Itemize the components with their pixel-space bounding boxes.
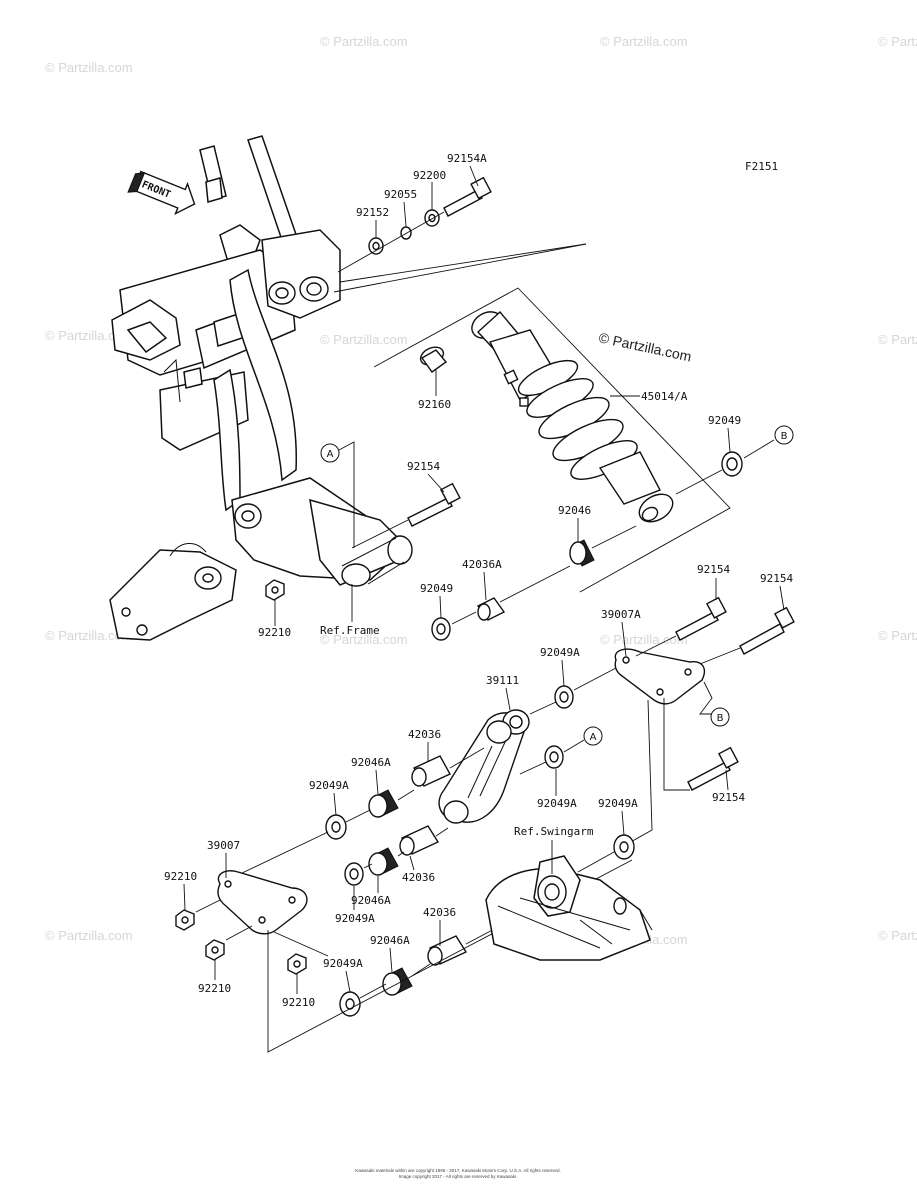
part-labels: 92154A 92200 92055 92152 92160 45014/A 9… bbox=[164, 152, 793, 1009]
shock-spring bbox=[517, 359, 638, 480]
callout-b-plate: B bbox=[710, 707, 730, 727]
label-92160: 92160 bbox=[418, 398, 451, 411]
label-92210-top: 92210 bbox=[258, 626, 291, 639]
collar-42036A bbox=[476, 597, 506, 621]
watermark-text: © Partzilla.com bbox=[600, 34, 688, 49]
watermark-text: © Partzilla.com bbox=[45, 628, 133, 643]
bolt-92154A bbox=[443, 176, 492, 217]
label-92049A-5: 92049A bbox=[335, 912, 375, 925]
label-39007: 39007 bbox=[207, 839, 240, 852]
label-92049-top: 92049 bbox=[708, 414, 741, 427]
watermark-text: © Partzilla.com bbox=[878, 628, 917, 643]
watermark-text: © Partzilla.com bbox=[320, 632, 408, 647]
svg-text:A: A bbox=[327, 449, 334, 460]
bolt-92154-b bbox=[675, 596, 727, 641]
label-92154-c: 92154 bbox=[760, 572, 793, 585]
label-92046A-1: 92046A bbox=[351, 756, 391, 769]
copyright-line-2: Image copyright 2017 - All rights are re… bbox=[399, 1174, 518, 1179]
label-92055: 92055 bbox=[384, 188, 417, 201]
watermark-text: © Partzilla.com bbox=[45, 60, 133, 75]
bearing-92046A-3 bbox=[382, 967, 413, 996]
label-92049A-2: 92049A bbox=[309, 779, 349, 792]
label-42036-1: 42036 bbox=[408, 728, 441, 741]
label-92049A-1: 92049A bbox=[540, 646, 580, 659]
watermark-group: © Partzilla.com © Partzilla.com © Partzi… bbox=[45, 34, 917, 947]
watermark-main: © Partzilla.com bbox=[597, 329, 693, 364]
label-92046A-2: 92046A bbox=[351, 894, 391, 907]
watermark-text: © Partzilla.com bbox=[878, 332, 917, 347]
front-arrow-icon: FRONT bbox=[127, 170, 196, 216]
copyright-line-1: Kawasaki materials within are copyright … bbox=[355, 1168, 561, 1173]
label-39007A: 39007A bbox=[601, 608, 641, 621]
label-92154-mid: 92154 bbox=[407, 460, 440, 473]
bushing-92160 bbox=[419, 346, 448, 373]
callout-a-rocker: A bbox=[583, 726, 603, 746]
shock-absorber bbox=[333, 243, 731, 593]
label-92210-1: 92210 bbox=[164, 870, 197, 883]
watermark-text: © Partzilla.com bbox=[320, 34, 408, 49]
link-plate-39007A bbox=[614, 648, 706, 705]
svg-text:B: B bbox=[781, 431, 788, 442]
ref-frame-label: Ref.Frame bbox=[320, 624, 380, 637]
link-plate-39007 bbox=[217, 870, 308, 935]
label-92049A-6: 92049A bbox=[323, 957, 363, 970]
label-92152: 92152 bbox=[356, 206, 389, 219]
label-92154-b: 92154 bbox=[697, 563, 730, 576]
label-92210-3: 92210 bbox=[282, 996, 315, 1009]
swingarm bbox=[485, 855, 653, 961]
rocker-arm-39111 bbox=[438, 709, 530, 824]
label-45014A: 45014/A bbox=[641, 390, 688, 403]
callout-a-frame: A bbox=[320, 441, 355, 548]
nut-92210-2 bbox=[205, 939, 225, 961]
bearing-92046 bbox=[569, 539, 595, 567]
label-92154A: 92154A bbox=[447, 152, 487, 165]
bearing-92046A-2 bbox=[368, 847, 399, 876]
bearing-92046A-1 bbox=[368, 789, 399, 818]
label-92046: 92046 bbox=[558, 504, 591, 517]
watermark-text: © Partzilla.com bbox=[600, 632, 688, 647]
label-39111: 39111 bbox=[486, 674, 519, 687]
label-92046A-3: 92046A bbox=[370, 934, 410, 947]
bolt-92154-c bbox=[739, 606, 795, 655]
nut-92210-3 bbox=[287, 953, 307, 975]
bolt-92154-mid bbox=[407, 482, 461, 527]
watermark-text: © Partzilla.com bbox=[320, 332, 408, 347]
watermark-text: © Partzilla.com bbox=[45, 328, 133, 343]
watermark-text: © Partzilla.com bbox=[878, 34, 917, 49]
collar-42036-2 bbox=[399, 825, 440, 856]
collar-42036-1 bbox=[411, 755, 451, 787]
ref-swingarm-label: Ref.Swingarm bbox=[514, 825, 594, 838]
nut-92210-1 bbox=[175, 909, 195, 931]
bolt-92154-d bbox=[687, 746, 739, 791]
label-92154-d: 92154 bbox=[712, 791, 745, 804]
nut-92210-top bbox=[265, 579, 285, 601]
frame-assembly bbox=[109, 135, 413, 641]
callout-b-shock: B bbox=[774, 425, 794, 445]
label-42036A: 42036A bbox=[462, 558, 502, 571]
svg-text:A: A bbox=[590, 732, 597, 743]
label-92049A-3: 92049A bbox=[537, 797, 577, 810]
watermark-text: © Partzilla.com bbox=[45, 928, 133, 943]
label-42036-2: 42036 bbox=[402, 871, 435, 884]
collar-42036-3 bbox=[427, 935, 468, 966]
label-92210-2: 92210 bbox=[198, 982, 231, 995]
label-92049-mid: 92049 bbox=[420, 582, 453, 595]
label-92200: 92200 bbox=[413, 169, 446, 182]
svg-text:B: B bbox=[717, 713, 724, 724]
watermark-text: © Partzilla.com bbox=[878, 928, 917, 943]
figure-id: F2151 bbox=[745, 160, 778, 173]
label-92049A-4: 92049A bbox=[598, 797, 638, 810]
label-42036-3: 42036 bbox=[423, 906, 456, 919]
